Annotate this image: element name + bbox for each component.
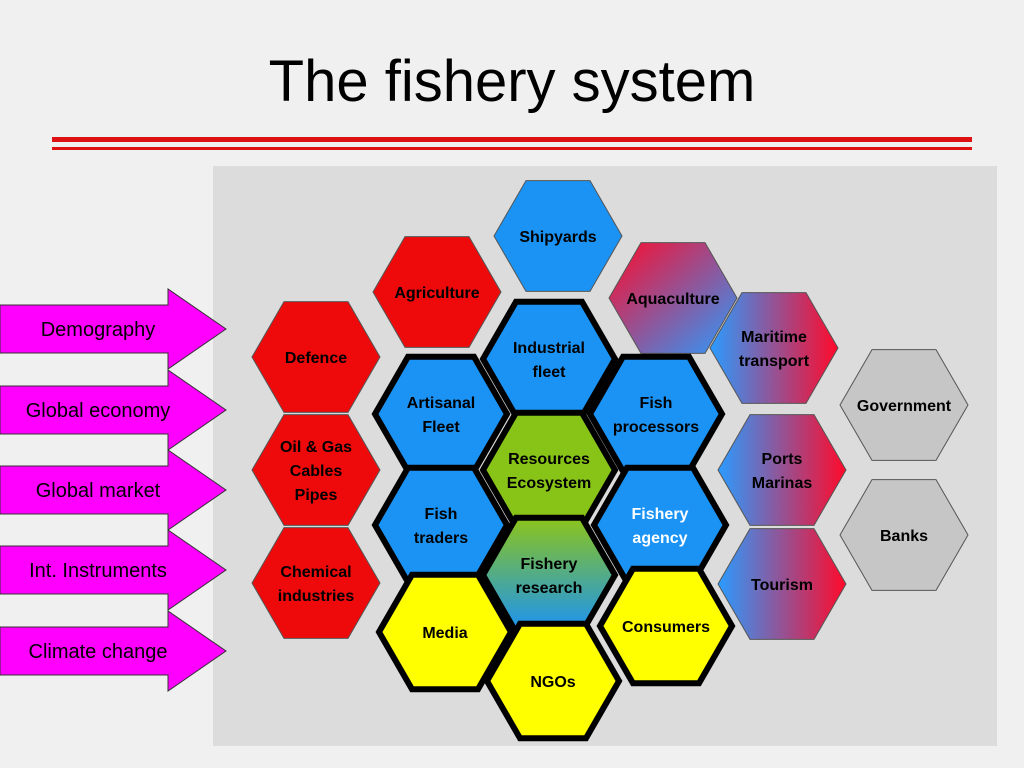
hex-label: Cables (290, 463, 343, 480)
hex-label: Agriculture (394, 285, 479, 302)
hex-label: NGOs (530, 674, 575, 691)
hex-shape (586, 353, 726, 475)
hex-label: Defence (285, 350, 347, 367)
hex-label: Resources (508, 451, 590, 468)
hex-label: Aquaculture (626, 291, 719, 308)
hex-label: Fleet (422, 419, 460, 436)
hex-shape (251, 414, 381, 526)
hex-label: Fishery (632, 506, 689, 523)
hex-fish-traders: Fish traders (371, 464, 511, 586)
hex-shape (839, 479, 969, 591)
hex-shipyards: Shipyards (493, 180, 623, 292)
hex-label: Oil & Gas (280, 439, 352, 456)
hex-shape (717, 414, 847, 526)
hex-label: Media (422, 625, 467, 642)
hex-label: Fishery (521, 556, 578, 573)
hex-label: Shipyards (519, 229, 596, 246)
hex-banks: Banks (839, 479, 969, 591)
hex-label: traders (414, 530, 468, 547)
hex-label: agency (632, 530, 687, 547)
hex-tourism: Tourism (717, 528, 847, 640)
hex-media: Media (375, 571, 515, 693)
driver-arrow-shape (0, 610, 227, 692)
hex-agriculture: Agriculture (372, 236, 502, 348)
hex-defence: Defence (251, 301, 381, 413)
hex-label: Consumers (622, 619, 710, 636)
hex-shape (608, 242, 738, 354)
hex-label: Ecosystem (507, 475, 592, 492)
hex-label: Tourism (751, 577, 813, 594)
hex-label: Pipes (295, 487, 338, 504)
hex-shape (709, 292, 839, 404)
hex-shape (483, 620, 623, 742)
driver-arrow-shape (0, 288, 227, 370)
driver-label: Climate change (29, 641, 168, 663)
hex-shape (371, 353, 511, 475)
hex-shape (251, 527, 381, 639)
hex-consumers: Consumers (596, 565, 736, 687)
hex-label: Industrial (513, 340, 585, 357)
hex-shape (596, 565, 736, 687)
hex-label: Fish (640, 395, 673, 412)
driver-label: Global economy (26, 400, 171, 422)
driver-arrow: Int. Instruments (0, 529, 227, 611)
hex-shape (375, 571, 515, 693)
hex-fishery-research: Fishery research (479, 514, 619, 636)
hex-fish-processors: Fish processors (586, 353, 726, 475)
hex-shape (839, 349, 969, 461)
title-underline (52, 137, 972, 142)
hex-shape (251, 301, 381, 413)
driver-arrow-shape (0, 449, 227, 531)
hex-label: Artisanal (407, 395, 475, 412)
hex-label: Government (857, 398, 952, 415)
hex-label: research (516, 580, 583, 597)
driver-arrow: Global economy (0, 369, 227, 451)
hex-fishery-agency: Fishery agency (590, 464, 730, 586)
hex-shape (717, 528, 847, 640)
hex-label: Marinas (752, 475, 813, 492)
driver-label: Int. Instruments (29, 560, 167, 582)
title-underline-thin (52, 147, 972, 150)
hex-label: Fish (425, 506, 458, 523)
hex-label: fleet (533, 364, 567, 381)
hex-shape (590, 464, 730, 586)
driver-arrow: Global market (0, 449, 227, 531)
driver-arrow-shape (0, 529, 227, 611)
driver-label: Demography (41, 319, 156, 341)
driver-arrow: Demography (0, 288, 227, 370)
driver-arrow-shape (0, 369, 227, 451)
hex-label: industries (278, 588, 355, 605)
hex-chemical-industries: Chemical industries (251, 527, 381, 639)
driver-arrow: Climate change (0, 610, 227, 692)
hex-label: Banks (880, 528, 928, 545)
hex-shape (372, 236, 502, 348)
driver-label: Global market (36, 480, 161, 502)
hex-label: Ports (762, 451, 803, 468)
hex-shape (479, 409, 619, 531)
hex-government: Government (839, 349, 969, 461)
hex-ngos: NGOs (483, 620, 623, 742)
hex-shape (493, 180, 623, 292)
hex-aquaculture: Aquaculture (608, 242, 738, 354)
hex-maritime-transport: Maritime transport (709, 292, 839, 404)
page-title: The fishery system (268, 49, 756, 114)
hex-label: processors (613, 419, 699, 436)
hex-label: transport (739, 353, 810, 370)
hex-label: Maritime (741, 329, 807, 346)
hex-label: Chemical (280, 564, 351, 581)
